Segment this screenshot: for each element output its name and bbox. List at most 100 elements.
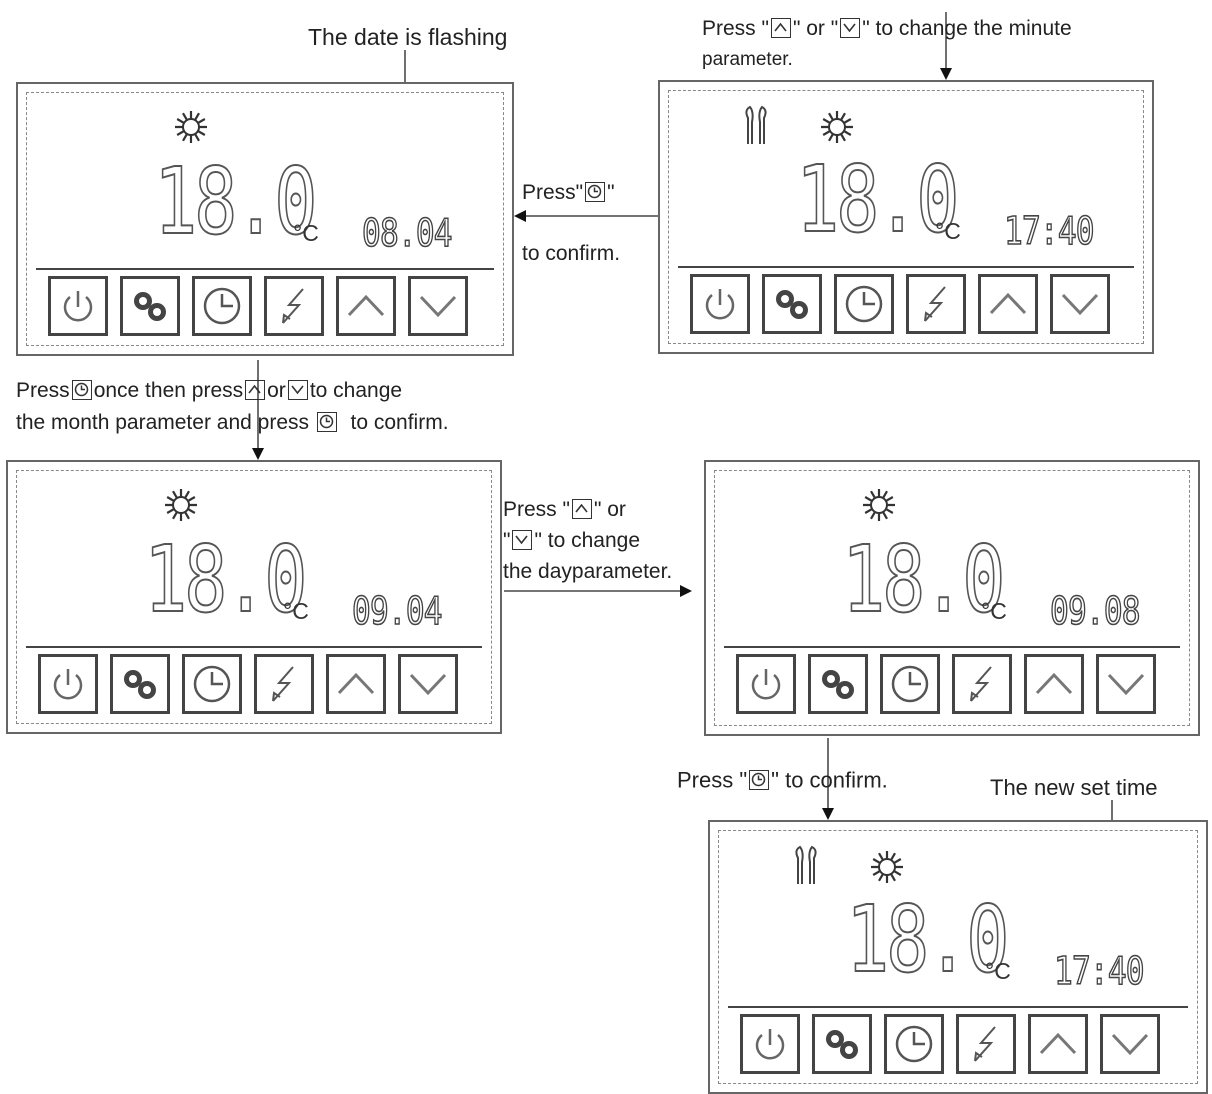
temperature-unit: °C (283, 598, 309, 624)
power-button[interactable] (736, 654, 796, 714)
clock-icon (585, 182, 606, 203)
caption-press-confirm: Press " " to confirm. (677, 763, 888, 796)
temperature-display: 18.0 (845, 886, 1010, 993)
down-chevron-icon (287, 380, 308, 401)
thermostat-panel: 18.0°C 17:40 (708, 820, 1208, 1094)
clock-button[interactable] (880, 654, 940, 714)
caption-text: once then press (93, 378, 244, 402)
display-divider (26, 646, 482, 648)
temperature-display: 18.0 (841, 526, 1006, 633)
fan-icon (788, 844, 824, 893)
caption-to-confirm: to confirm. (522, 242, 621, 265)
caption-minute-parameter: parameter. (702, 49, 793, 70)
button-row (38, 654, 458, 714)
caption-text: " or (593, 497, 626, 521)
caption-change-minute: Press "" or "" to change the minute (702, 12, 1072, 44)
button-row (736, 654, 1156, 714)
button-row (740, 1014, 1160, 1074)
caption-month-parameter: the month parameter and press to confirm… (16, 406, 449, 438)
panel-frame (26, 92, 504, 346)
temperature-unit: °C (293, 220, 319, 246)
caption-date-flashing: The date is flashing (308, 24, 508, 50)
power-button[interactable] (38, 654, 98, 714)
up-chevron-icon (770, 18, 791, 39)
down-chevron-button[interactable] (398, 654, 458, 714)
clock-icon (316, 412, 337, 433)
date-time-readout: 17:40 (1053, 949, 1145, 993)
caption-text: " to change the minute (862, 16, 1072, 40)
lightning-button[interactable] (264, 276, 324, 336)
temperature-display: 18.0 (795, 146, 960, 253)
sun-icon (820, 110, 854, 149)
caption-day-parameter: the dayparameter. (503, 560, 673, 583)
date-time-readout: 17:40 (1003, 209, 1095, 253)
panel-frame (718, 830, 1198, 1084)
button-row (48, 276, 468, 336)
sun-icon (164, 488, 198, 527)
lightning-button[interactable] (906, 274, 966, 334)
temperature-display: 18.0 (143, 526, 308, 633)
caption-text: Press" (522, 180, 584, 204)
lightning-button[interactable] (254, 654, 314, 714)
panel-frame (668, 90, 1144, 344)
caption-text: " (503, 528, 511, 552)
clock-button[interactable] (834, 274, 894, 334)
clock-button[interactable] (192, 276, 252, 336)
caption-text: or (267, 378, 286, 402)
up-chevron-button[interactable] (1028, 1014, 1088, 1074)
down-chevron-button[interactable] (1100, 1014, 1160, 1074)
caption-text: Press (16, 378, 70, 402)
up-chevron-icon (571, 499, 592, 520)
caption-text: " (607, 180, 615, 204)
caption-text: to confirm. (350, 410, 449, 434)
temperature-unit: °C (935, 218, 961, 244)
clock-button[interactable] (884, 1014, 944, 1074)
down-chevron-icon (840, 18, 861, 39)
clock-icon (71, 380, 92, 401)
caption-change-month: Press once then press or to change (16, 374, 402, 406)
panel-frame (16, 470, 492, 724)
sun-icon (174, 110, 208, 149)
display-divider (728, 1006, 1188, 1008)
caption-change-day-1: Press " " or (503, 493, 626, 525)
display-divider (724, 646, 1180, 648)
caption-text: to change (309, 378, 403, 402)
caption-change-day-2: "" to change (503, 524, 640, 556)
up-chevron-button[interactable] (326, 654, 386, 714)
gears-button[interactable] (120, 276, 180, 336)
gears-button[interactable] (808, 654, 868, 714)
down-chevron-icon (512, 530, 533, 551)
gears-button[interactable] (762, 274, 822, 334)
power-button[interactable] (48, 276, 108, 336)
display-divider (36, 268, 494, 270)
display-divider (678, 266, 1134, 268)
caption-new-set-time: The new set time (990, 775, 1158, 800)
thermostat-panel: 18.0°C 17:40 (658, 80, 1154, 354)
down-chevron-button[interactable] (1050, 274, 1110, 334)
panel-frame (714, 470, 1190, 726)
date-time-readout: 08.04 (361, 211, 453, 255)
power-button[interactable] (690, 274, 750, 334)
gears-button[interactable] (812, 1014, 872, 1074)
lightning-button[interactable] (956, 1014, 1016, 1074)
gears-button[interactable] (110, 654, 170, 714)
up-chevron-button[interactable] (1024, 654, 1084, 714)
down-chevron-button[interactable] (1096, 654, 1156, 714)
button-row (690, 274, 1110, 334)
temperature-unit: °C (985, 958, 1011, 984)
caption-text: " to confirm. (771, 767, 888, 793)
caption-text: Press " (503, 497, 570, 521)
down-chevron-button[interactable] (408, 276, 468, 336)
caption-text: " or " (792, 16, 839, 40)
up-chevron-button[interactable] (336, 276, 396, 336)
fan-icon (738, 104, 774, 153)
up-chevron-button[interactable] (978, 274, 1038, 334)
date-time-readout: 09.08 (1049, 589, 1141, 633)
power-button[interactable] (740, 1014, 800, 1074)
caption-text: Press " (677, 767, 748, 793)
lightning-button[interactable] (952, 654, 1012, 714)
clock-button[interactable] (182, 654, 242, 714)
